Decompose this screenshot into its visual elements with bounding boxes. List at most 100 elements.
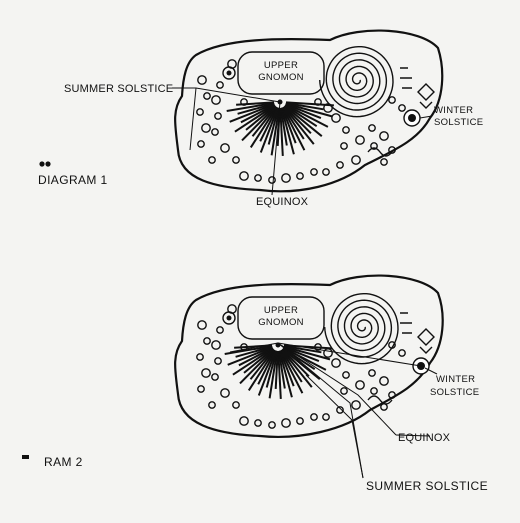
pecked-dot [379,131,389,141]
sun-ray [268,350,279,399]
diagram-2-title: RAM 2 [44,455,83,469]
summer-solstice-ray-2 [305,374,364,479]
pecked-dot [211,373,219,381]
pecked-dot [380,158,388,166]
spiral-stroke [324,293,399,365]
pecked-dot [379,376,389,386]
pecked-dot [208,401,216,409]
pecked-dot [214,112,222,120]
pecked-dot [340,387,348,395]
sun-ray [283,105,323,137]
sun-ray [270,107,281,156]
sun-ray [232,347,274,376]
ring-glyph-center-1 [226,70,232,76]
equinox-pointer-1 [271,101,281,196]
wave-glyph-2 [367,395,393,405]
sun-ray [283,345,331,361]
pecked-dot [203,92,211,100]
diagram-1-title: DIAGRAM 1 [38,173,108,187]
pecked-dot [336,406,344,414]
upper-gnomon-label-2-line1: UPPER [264,305,298,316]
pecked-dot [216,81,224,89]
diagram-2: UPPER GNOMON WINTER SOLSTICE EQUINOX SUM… [22,274,488,493]
diagram-1: UPPER GNOMON SUMMER SOLSTICE WINTER SOLS… [38,29,483,208]
pecked-dot [216,326,224,334]
pecked-dot [336,161,344,169]
sun-ray-glyph-1 [226,99,334,156]
sun-ray [279,349,304,394]
sun-ray-glyph-2 [224,342,332,399]
spiral-stroke [319,46,394,118]
sun-ray [240,103,276,124]
pecked-dot [310,413,318,421]
sun-ray [278,350,293,398]
sun-ray [281,349,313,388]
upper-gnomon-label-line2: GNOMON [258,72,304,83]
pecked-dot [342,126,350,134]
summer-solstice-shadow-1 [189,87,197,151]
pecked-dot [281,173,291,183]
sun-ray [249,349,275,380]
sun-ray [283,345,322,354]
equinox-label-2: EQUINOX [398,432,451,444]
pecked-dot [211,95,221,105]
pecked-dot [240,98,248,106]
pecked-dot [388,341,396,349]
pecked-dot [196,108,204,116]
sun-ray [283,106,315,145]
rock-outline-1 [174,29,444,193]
pecked-dot [370,387,378,395]
winter-solstice-pointer-2 [424,367,438,375]
sun-ray [280,107,295,155]
pecked-dot [211,128,219,136]
pecked-dot [331,113,341,123]
sun-ray [257,350,277,396]
pecked-dot-pattern-2 [196,304,406,429]
pecked-dot [197,385,205,393]
pecked-dot [398,349,406,357]
sun-ray [279,350,295,387]
pecked-dot [351,155,361,165]
sun-ray [284,103,329,128]
pecked-dot [314,343,322,351]
sun-ray [284,104,318,128]
pecked-dot [398,104,406,112]
sun-ray [237,102,275,115]
sun-ray [241,105,277,142]
pecked-dot [201,368,211,378]
pecked-dot [197,140,205,148]
winter-solstice-label-1-line1: WINTER [434,105,473,116]
dagger-line-left-2 [229,342,279,353]
sun-ray [224,345,273,355]
equinox-pointer-2 [395,434,431,437]
pecked-dot [351,400,361,410]
pecked-dot [281,418,291,428]
pecked-dot [314,98,322,106]
pecked-dot-pattern-1 [196,59,406,184]
rock-outline-2 [174,274,444,438]
winter-solstice-ray-2 [277,342,422,367]
pecked-dot [214,357,222,365]
pecked-dot [220,388,230,398]
pecked-dot [322,413,330,421]
sun-ray [285,102,333,118]
pecked-dot [197,75,207,85]
equinox-ray-2 [277,342,397,436]
pecked-dot [331,358,341,368]
pecked-dot [196,353,204,361]
winter-solstice-pointer-1 [419,115,433,119]
pecked-dot [197,320,207,330]
pecked-dot [239,416,249,426]
pecked-dot [388,391,396,399]
upper-gnomon-panel-1 [237,51,325,95]
equinox-label-1: EQUINOX [256,196,309,208]
winter-solstice-label-2-line2: SOLSTICE [430,387,479,398]
pecked-dot [254,419,262,427]
pecked-dot [342,371,350,379]
ring-glyph-1 [222,66,236,80]
sun-ray [247,349,276,391]
sun-ray [283,344,332,350]
pecked-dot [370,142,378,150]
pecked-dot [268,421,276,429]
winter-solstice-label-1-line2: SOLSTICE [434,117,483,128]
